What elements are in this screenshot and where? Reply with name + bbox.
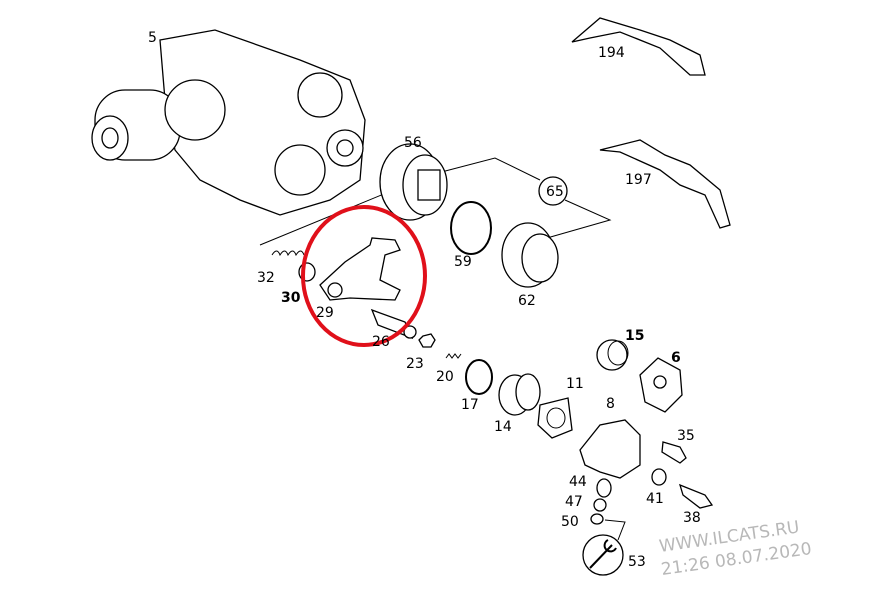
gasket-11[interactable]	[537, 397, 573, 439]
spring-20[interactable]	[445, 353, 462, 359]
callout-8[interactable]: 8	[606, 396, 615, 412]
callout-labels: 5 194 56 65 197 59 32 30 29 62 26 15 6 23 20 11 17 14 8 35 4…	[148, 30, 701, 570]
callout-65[interactable]: 65	[546, 184, 564, 200]
callout-30[interactable]: 30	[281, 290, 301, 306]
callout-59[interactable]: 59	[454, 254, 472, 270]
snap-ring-59[interactable]	[450, 201, 492, 255]
sleeve-62[interactable]	[501, 222, 559, 288]
callout-32[interactable]: 32	[257, 270, 275, 286]
ring-17[interactable]	[465, 359, 493, 395]
callout-44[interactable]: 44	[569, 474, 587, 490]
bearing-cup-15[interactable]	[596, 339, 629, 371]
callout-47[interactable]: 47	[565, 494, 583, 510]
nut-23[interactable]	[418, 333, 436, 348]
wrench-icon[interactable]	[582, 534, 624, 576]
callout-53[interactable]: 53	[628, 554, 646, 570]
callout-35[interactable]: 35	[677, 428, 695, 444]
callout-11[interactable]: 11	[566, 376, 584, 392]
ring-50[interactable]	[590, 513, 604, 525]
bearing-14[interactable]	[498, 373, 541, 416]
gear-56[interactable]	[379, 143, 448, 221]
callout-23[interactable]: 23	[406, 356, 424, 372]
spring-32[interactable]	[271, 250, 305, 257]
callout-56[interactable]: 56	[404, 135, 422, 151]
callout-26[interactable]: 26	[372, 334, 390, 350]
callout-62[interactable]: 62	[518, 293, 536, 309]
callout-41[interactable]: 41	[646, 491, 664, 507]
washer-41[interactable]	[651, 468, 667, 486]
callout-14[interactable]: 14	[494, 419, 512, 435]
callout-5[interactable]: 5	[148, 30, 157, 46]
pump-8[interactable]	[579, 419, 641, 479]
callout-50[interactable]: 50	[561, 514, 579, 530]
bracket-197[interactable]	[599, 139, 731, 229]
callout-15[interactable]: 15	[625, 328, 644, 344]
callout-194[interactable]: 194	[598, 45, 625, 61]
highlight-circle	[301, 205, 427, 347]
callout-38[interactable]: 38	[683, 510, 701, 526]
kit-65-bracket	[259, 157, 612, 246]
kit-circle-65	[538, 176, 568, 206]
callout-17[interactable]: 17	[461, 397, 479, 413]
seal-47[interactable]	[593, 498, 607, 512]
sensor-38[interactable]	[678, 483, 714, 509]
transfer-case-housing[interactable]	[91, 29, 366, 216]
callout-20[interactable]: 20	[436, 369, 454, 385]
callout-6[interactable]: 6	[671, 350, 681, 366]
bolt-35[interactable]	[661, 441, 687, 464]
plug-44[interactable]	[596, 478, 612, 498]
callout-29[interactable]: 29	[316, 305, 334, 321]
callout-197[interactable]: 197	[625, 172, 652, 188]
bracket-194[interactable]	[571, 17, 706, 76]
